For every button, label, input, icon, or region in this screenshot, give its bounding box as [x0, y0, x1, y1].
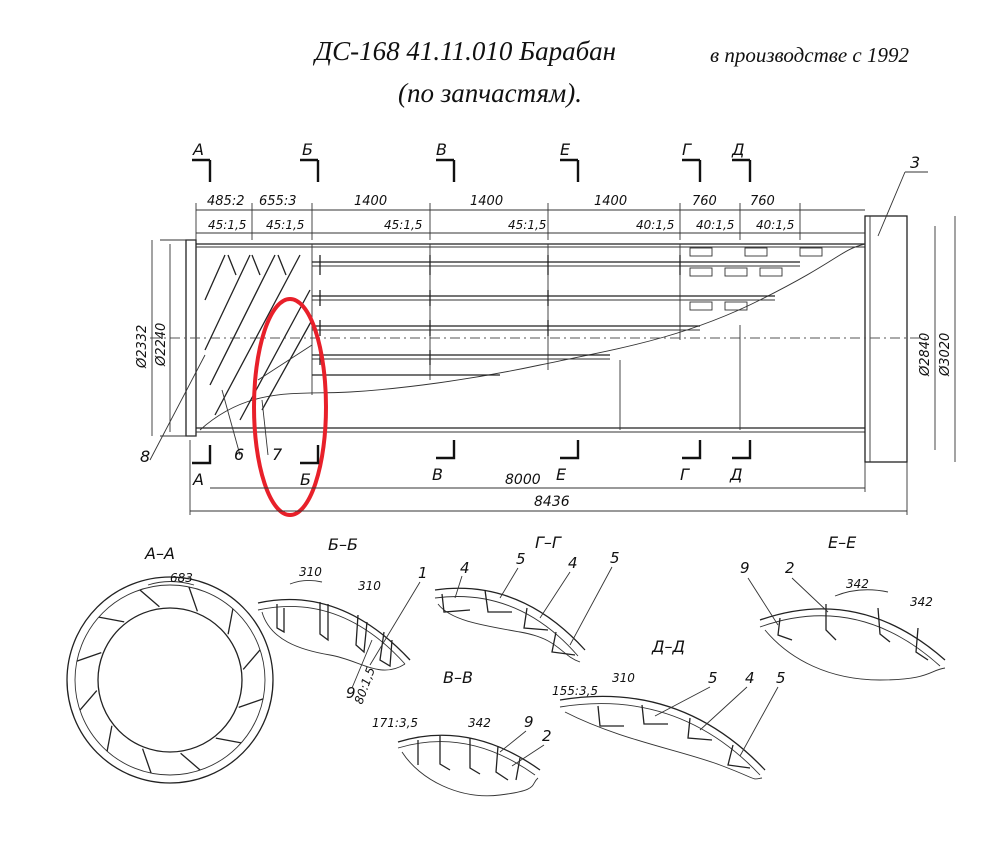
- radial-blade: [238, 698, 264, 709]
- section-bb-dim2: 310: [358, 579, 381, 593]
- drum-side-view: [150, 215, 930, 517]
- dim-total-inner: 8000: [505, 472, 541, 488]
- section-b-b: Б–Б 310 310 1 9 80:1,5: [257, 535, 428, 706]
- marker-top-g: Г: [682, 140, 692, 159]
- radial-blade: [79, 690, 98, 711]
- section-gg-callout-4a: 4: [460, 559, 470, 577]
- section-vv-title: В–В: [443, 668, 473, 687]
- marker-top-d: Д: [731, 140, 745, 159]
- dim-left-outer: Ø2332: [135, 325, 150, 369]
- section-bb-title: Б–Б: [328, 535, 358, 554]
- dim-segment-7: 760: [750, 194, 775, 209]
- section-vv-callout-9: 9: [524, 713, 534, 731]
- section-ee-dim2: 342: [910, 595, 933, 609]
- marker-bottom-d: Д: [729, 465, 743, 484]
- dim-segment-3: 1400: [354, 194, 387, 209]
- break-line: [199, 243, 866, 431]
- section-dd-callout-4: 4: [745, 669, 755, 687]
- marker-bottom-a: А: [192, 470, 204, 489]
- radial-blade: [141, 748, 152, 774]
- marker-bottom-b: Б: [300, 470, 311, 489]
- marker-top-b: Б: [302, 140, 313, 159]
- section-gg-callout-5a: 5: [516, 550, 526, 568]
- radial-blade: [106, 725, 113, 752]
- dim-segment-2: 655:3: [259, 194, 296, 209]
- marker-bottom-e: Е: [556, 465, 567, 484]
- highlight-ellipse: [252, 297, 328, 517]
- length-dimensions: 8000 8436: [189, 440, 908, 515]
- main-callouts: 3 8 6 7: [140, 153, 928, 466]
- dim-pitch-1: 45:1,5: [208, 218, 246, 232]
- radial-blade: [76, 651, 102, 662]
- callout-7: 7: [272, 445, 283, 464]
- drawing-title: ДС-168 41.11.010 Барабан: [315, 36, 617, 66]
- section-g-g: Г–Г 4 5 4 5: [434, 533, 620, 663]
- diameter-dimensions: Ø2332 Ø2240 Ø2840 Ø3020: [135, 216, 956, 462]
- marker-bottom-g: Г: [680, 465, 690, 484]
- marker-top-v: В: [436, 140, 447, 159]
- section-gg-title: Г–Г: [535, 533, 562, 552]
- section-dd-title: Д–Д: [651, 637, 685, 656]
- section-gg-callout-4b: 4: [568, 554, 578, 572]
- radial-blade: [242, 649, 261, 670]
- callout-3: 3: [910, 153, 920, 172]
- section-dd-dim1: 155:3,5: [552, 684, 598, 698]
- section-ee-dim1: 342: [846, 577, 869, 591]
- radial-blade: [139, 589, 160, 608]
- radial-blade: [188, 586, 199, 612]
- dim-segment-5: 1400: [594, 194, 627, 209]
- dim-pitch-5: 40:1,5: [636, 218, 674, 232]
- section-vv-dim2: 342: [468, 716, 491, 730]
- dim-right-outer: Ø3020: [938, 333, 953, 377]
- section-e-e: Е–Е 9 2 342 342: [740, 533, 946, 681]
- section-v-v: В–В 171:3,5 342 9 2: [372, 668, 552, 797]
- dim-segment-4: 1400: [470, 194, 503, 209]
- dim-pitch-4: 45:1,5: [508, 218, 546, 232]
- lifting-blades: [312, 247, 823, 376]
- section-vv-callout-2: 2: [542, 727, 552, 745]
- section-d-d: Д–Д 155:3,5 310 5 4 5: [552, 637, 786, 780]
- section-bb-callout-9: 9: [346, 684, 356, 702]
- callout-6: 6: [234, 445, 244, 464]
- section-markers-top: А Б В Е Г Д: [192, 140, 752, 182]
- dim-total-outer: 8436: [534, 494, 570, 510]
- section-markers-bottom: А Б В Е Г Д: [192, 440, 752, 489]
- callout-8: 8: [140, 447, 150, 466]
- dim-left-inner: Ø2240: [154, 323, 169, 367]
- production-note: в производстве с 1992: [710, 43, 909, 67]
- dim-segment-1: 485:2: [207, 194, 244, 209]
- right-ring: [864, 215, 908, 463]
- radial-blade: [180, 752, 201, 771]
- section-dd-callout-5b: 5: [776, 669, 786, 687]
- dim-pitch-7: 40:1,5: [756, 218, 794, 232]
- drawing-subtitle: (по запчастям).: [398, 78, 582, 108]
- top-dimensions: 485:2 655:3 1400 1400 1400 760 760 45:1,…: [195, 194, 865, 240]
- marker-top-e: Е: [560, 140, 571, 159]
- section-bb-callout-1: 1: [418, 564, 428, 582]
- dim-pitch-3: 45:1,5: [384, 218, 422, 232]
- dim-pitch-6: 40:1,5: [696, 218, 734, 232]
- radial-blade: [215, 737, 242, 744]
- marker-bottom-v: В: [432, 465, 443, 484]
- section-aa-dim: 683: [170, 571, 193, 585]
- dim-right-inner: Ø2840: [918, 333, 933, 377]
- section-dd-callout-5a: 5: [708, 669, 718, 687]
- section-gg-callout-5b: 5: [610, 549, 620, 567]
- section-bb-dim1: 310: [299, 565, 322, 579]
- section-vv-dim1: 171:3,5: [372, 716, 418, 730]
- section-aa-title: А–А: [144, 544, 175, 563]
- section-ee-callout-2: 2: [785, 559, 795, 577]
- section-ee-title: Е–Е: [828, 533, 857, 552]
- section-dd-dim2: 310: [612, 671, 635, 685]
- dim-pitch-2: 45:1,5: [266, 218, 304, 232]
- section-bb-dim3: 80:1,5: [352, 665, 378, 706]
- dim-segment-6: 760: [692, 194, 717, 209]
- section-ee-callout-9: 9: [740, 559, 750, 577]
- marker-top-a: А: [192, 140, 204, 159]
- section-a-a: А–А 683: [66, 544, 274, 784]
- radial-blade: [98, 616, 125, 623]
- radial-blade: [227, 608, 234, 635]
- helical-blades: [204, 254, 313, 421]
